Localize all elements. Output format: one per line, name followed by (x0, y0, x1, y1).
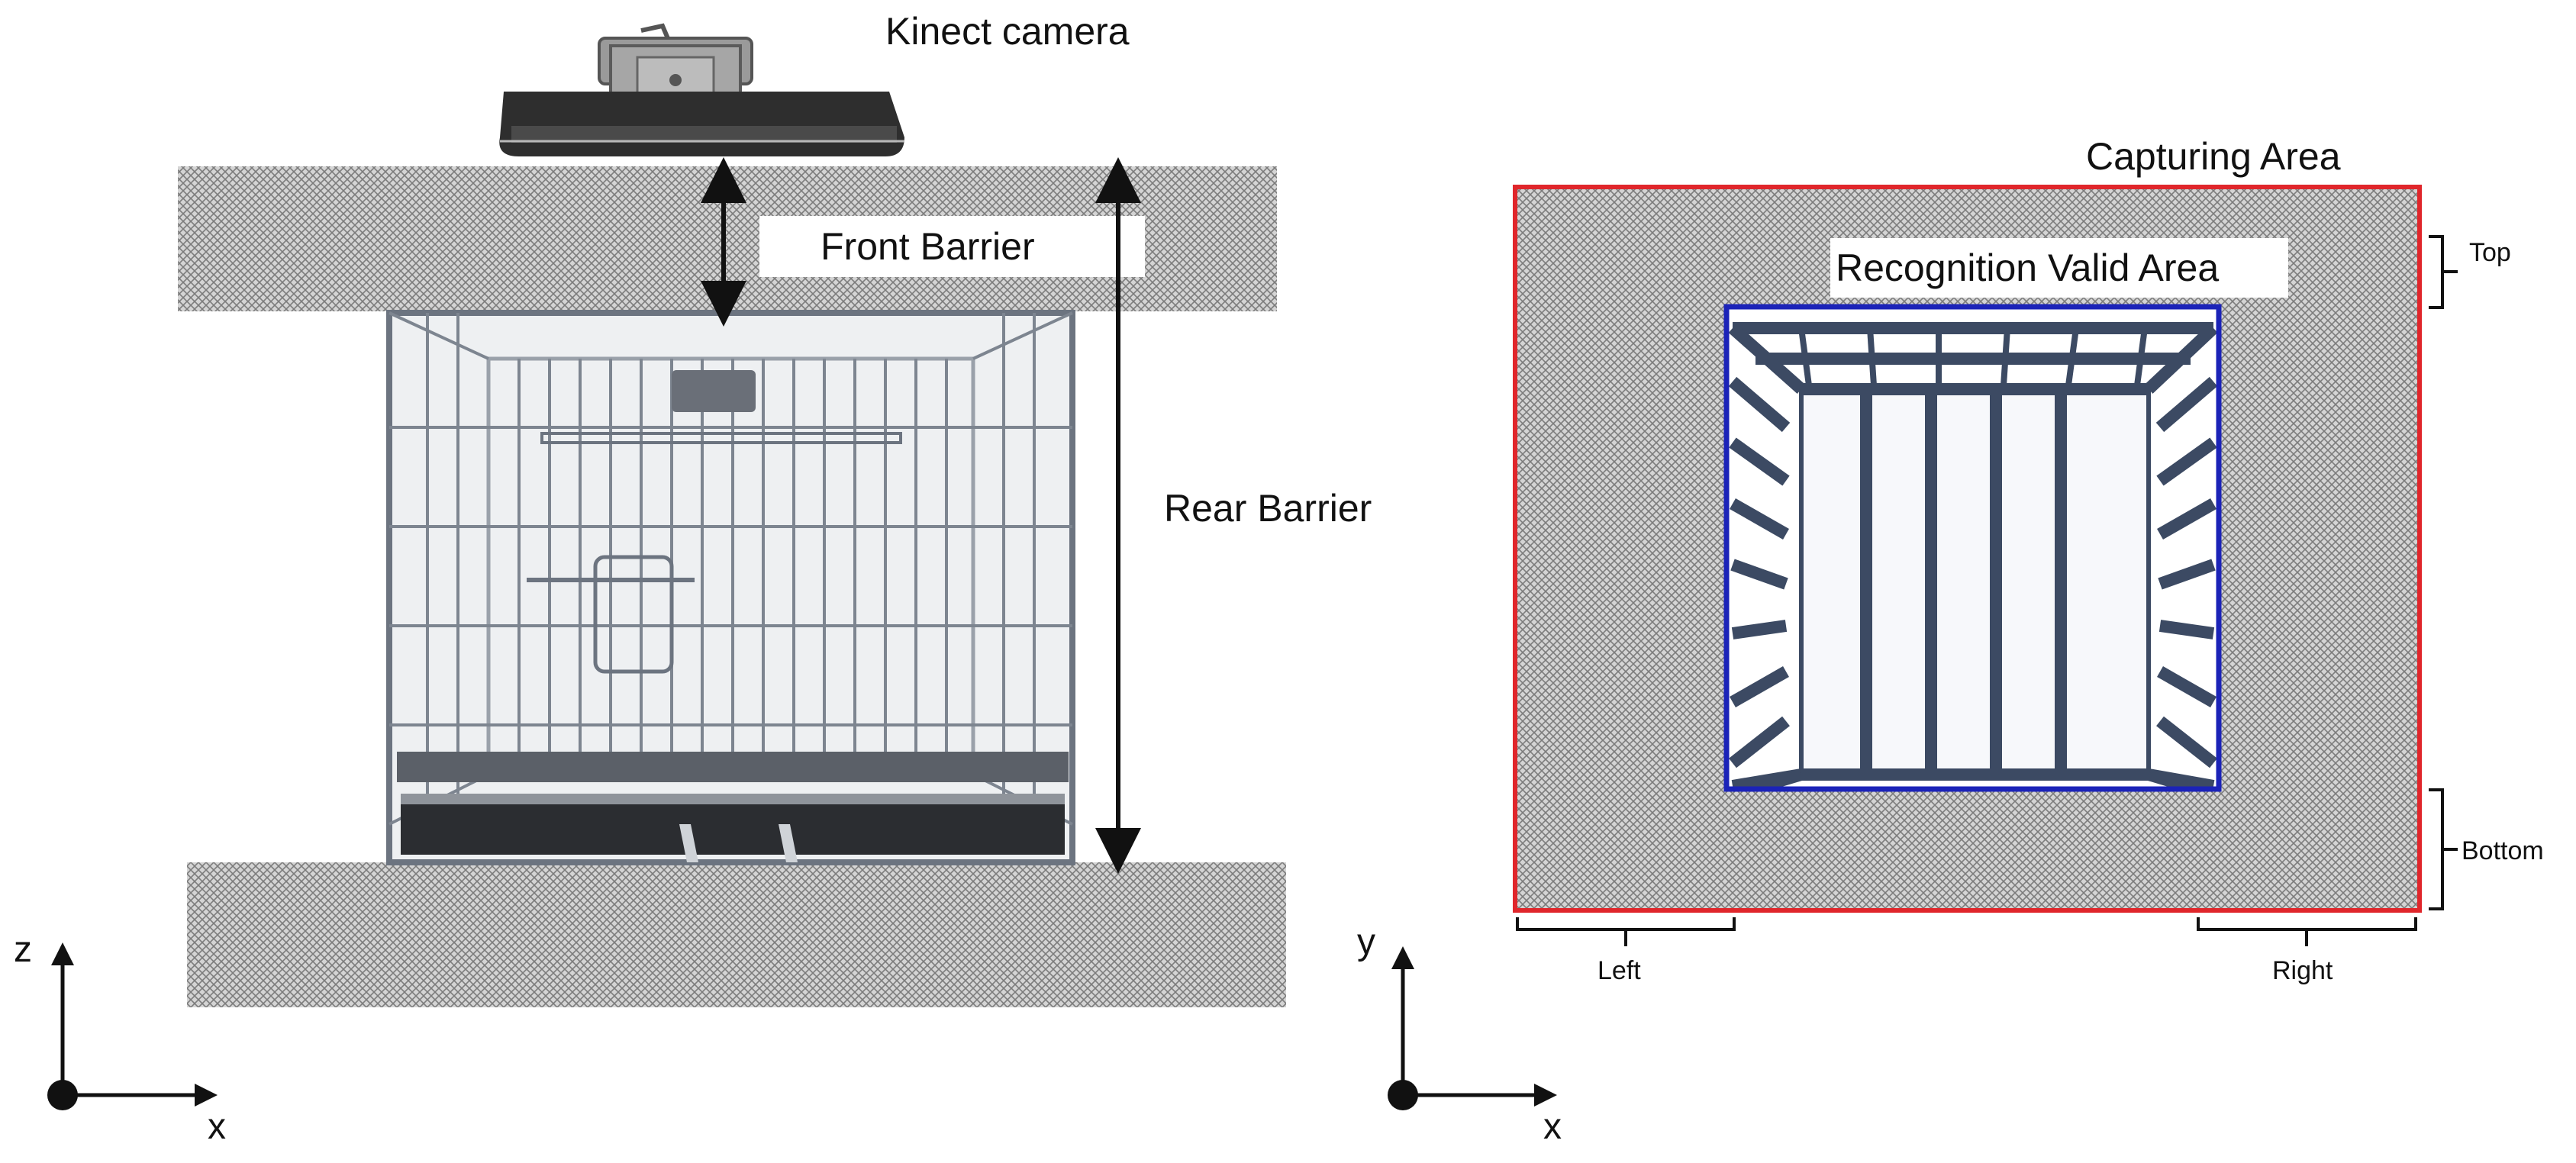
right-axis-x-label: x (1543, 1107, 1562, 1147)
bottom-margin-label: Bottom (2462, 836, 2544, 865)
right-margin-label: Right (2272, 956, 2333, 985)
capturing-area-label: Capturing Area (2086, 135, 2341, 178)
right-margin-brace (2197, 917, 2417, 946)
recognition-area-label: Recognition Valid Area (1836, 246, 2219, 289)
left-axis-x-label: x (208, 1107, 226, 1147)
top-margin-label: Top (2469, 238, 2511, 267)
left-panel: Kinect camera Front Barrier Rear Barrier… (14, 10, 1372, 1147)
recognition-valid-area (1723, 304, 2222, 792)
rear-barrier-label: Rear Barrier (1164, 487, 1372, 530)
left-margin-label: Left (1598, 956, 1641, 985)
top-margin-brace (2429, 235, 2458, 309)
floor-barrier-block (187, 862, 1286, 1007)
camera-label: Kinect camera (885, 10, 1130, 53)
right-axis-y-label: y (1357, 922, 1375, 962)
kinect-camera-icon (499, 23, 904, 156)
left-margin-brace (1516, 917, 1736, 946)
right-axis-indicator (1388, 946, 1557, 1110)
bottom-margin-brace (2429, 788, 2458, 910)
left-axis-indicator (47, 942, 218, 1110)
left-axis-z-label: z (14, 929, 32, 970)
cage-front-view (386, 310, 1075, 865)
right-panel: Capturing Area Recognition Valid Area To… (1357, 135, 2544, 1147)
front-barrier-label: Front Barrier (821, 225, 1035, 268)
